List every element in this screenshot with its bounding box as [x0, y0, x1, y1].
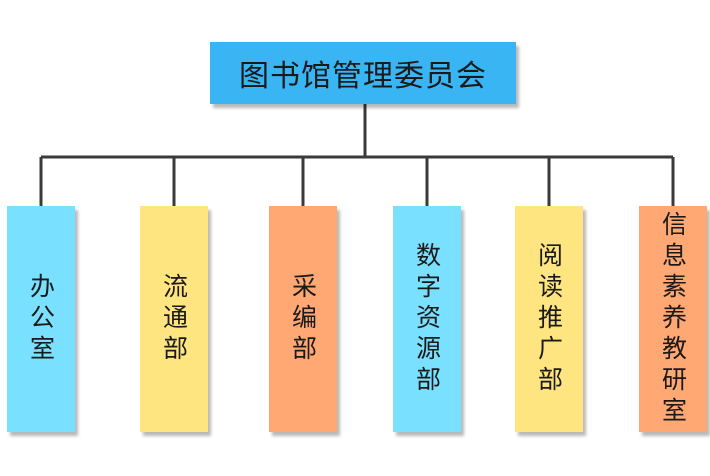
child-node-label: 办公室: [26, 272, 56, 366]
child-node-label: 阅读推广部: [534, 241, 564, 397]
child-node-digital-resources: 数字资源部: [393, 206, 461, 432]
child-node-label: 采编部: [288, 272, 318, 366]
child-node-label: 信息素养教研室: [658, 210, 688, 428]
child-node-label: 流通部: [159, 272, 189, 366]
child-node-reading-promotion: 阅读推广部: [515, 206, 583, 432]
child-node-info-literacy: 信息素养教研室: [639, 206, 707, 432]
root-node-label: 图书馆管理委员会: [239, 59, 487, 94]
child-node-office: 办公室: [7, 206, 75, 432]
child-node-label: 数字资源部: [412, 241, 442, 397]
child-node-circulation: 流通部: [140, 206, 208, 432]
root-node: 图书馆管理委员会: [210, 42, 516, 104]
child-node-acquisition: 采编部: [269, 206, 337, 432]
